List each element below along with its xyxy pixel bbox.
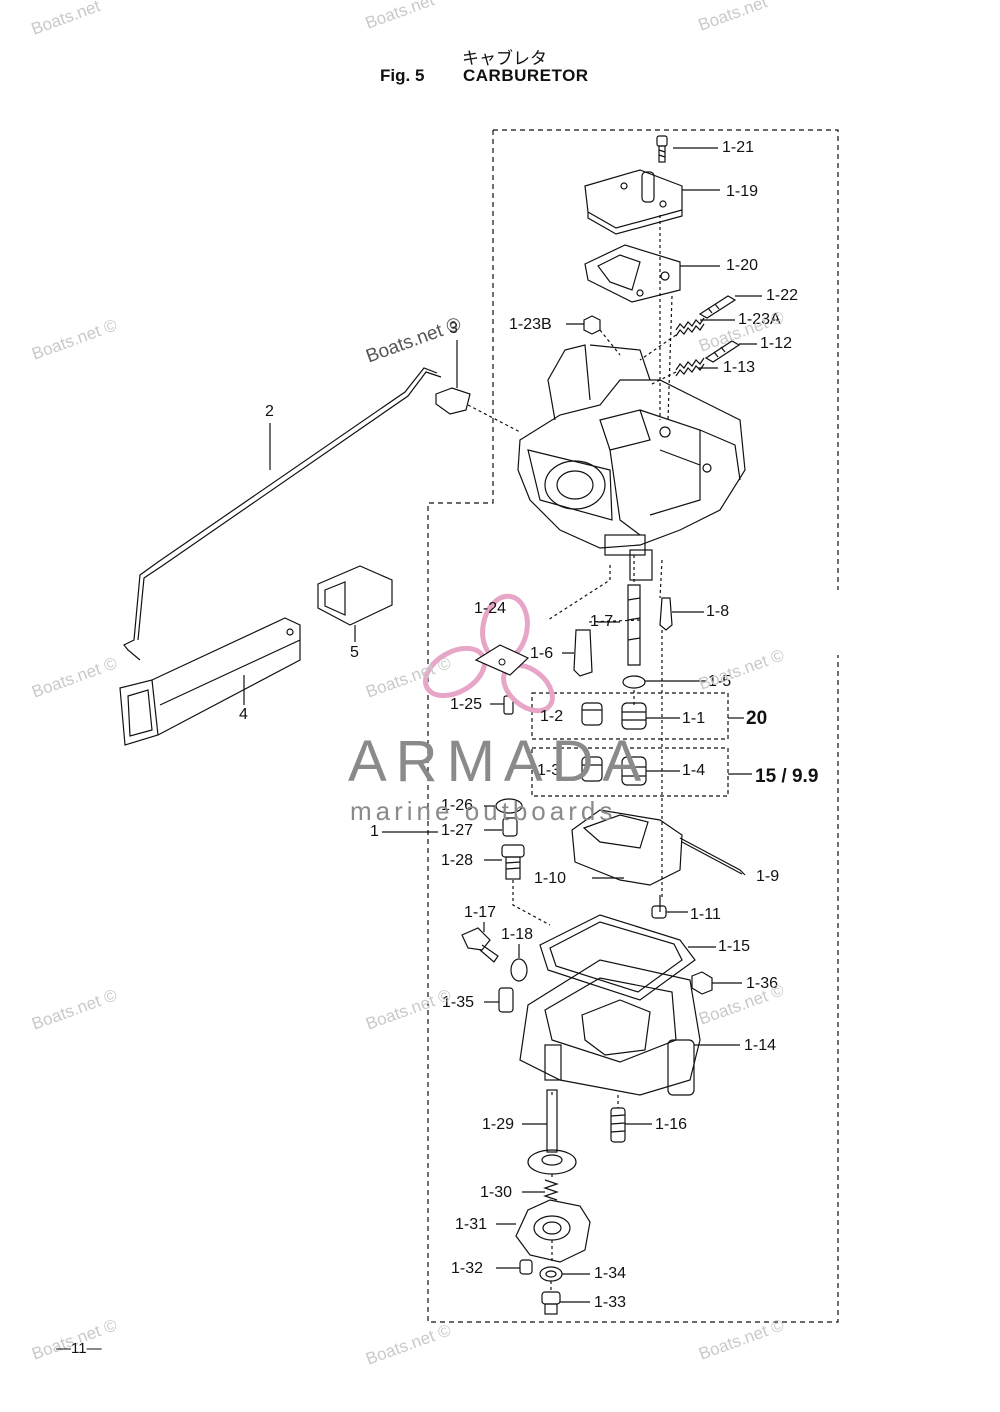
float-arm-1-24 [474, 644, 530, 676]
callout-5: 5 [350, 644, 359, 661]
jet-group-20-box [531, 692, 729, 740]
sleeve-1-35 [498, 987, 514, 1013]
callout-1-14: 1-14 [744, 1037, 777, 1054]
callout-1-29: 1-29 [482, 1116, 515, 1133]
callout-1-33: 1-33 [594, 1294, 627, 1311]
callout-1-13: 1-13 [723, 359, 756, 376]
callout-1: 1 [370, 823, 379, 840]
variant-20hp: 20 [746, 708, 768, 729]
callout-1-28: 1-28 [441, 852, 474, 869]
jet-1-3 [581, 756, 603, 782]
nut-1-36 [691, 971, 713, 995]
choke-rod-2 [123, 367, 438, 661]
callout-1-22: 1-22 [766, 287, 799, 304]
carburetor-body [517, 344, 746, 581]
spring-1-30 [543, 1179, 559, 1201]
pin-1-19 [641, 171, 655, 203]
screw-1-12 [704, 340, 741, 363]
callout-1-5: 1-5 [708, 673, 732, 690]
clip-3 [435, 387, 471, 415]
gasket-1-20 [584, 244, 681, 303]
plate-1-19 [584, 169, 683, 229]
callout-1-8: 1-8 [706, 603, 730, 620]
japanese-title: キャブレタ [462, 49, 547, 69]
float-pin-1-9 [679, 837, 746, 876]
callout-1-23A: 1-23A [738, 311, 781, 328]
float-1-10 [571, 809, 683, 886]
main-nozzle-1-7 [627, 584, 641, 666]
callout-1-19: 1-19 [726, 183, 759, 200]
choke-knob-4 [119, 617, 301, 746]
gasket-1-15 [539, 914, 696, 1001]
callout-1-26: 1-26 [441, 797, 474, 814]
pilot-jet-1-6 [573, 629, 593, 677]
screw-1-11 [651, 905, 667, 919]
callout-1-10: 1-10 [534, 870, 567, 887]
callout-1-21: 1-21 [722, 139, 755, 156]
screw-1-17 [461, 927, 499, 963]
figure-header: キャブレタ Fig. 5 CARBURETOR [0, 44, 1000, 94]
callout-1-25: 1-25 [450, 696, 483, 713]
callout-1-4: 1-4 [682, 762, 706, 779]
callout-1-2: 1-2 [540, 708, 564, 725]
callout-1-20: 1-20 [726, 257, 759, 274]
screw-1-22 [698, 295, 737, 319]
callout-3: 3 [449, 320, 458, 337]
spring-1-23A [675, 317, 705, 331]
brand-subtitle: marine outboards [350, 796, 617, 826]
sleeve-5 [317, 565, 393, 642]
callout-1-12: 1-12 [760, 335, 793, 352]
callout-1-31: 1-31 [455, 1216, 488, 1233]
spring-1-13 [675, 357, 705, 371]
screw-1-28 [501, 844, 525, 880]
figure-number: Fig. 5 [380, 66, 425, 85]
callout-1-36: 1-36 [746, 975, 779, 992]
page-number: —11— [56, 1340, 102, 1357]
washer-1-5 [622, 675, 646, 689]
needle-valve-1-8 [659, 597, 673, 631]
callout-1-11: 1-11 [690, 906, 721, 923]
callout-1-16: 1-16 [655, 1116, 688, 1133]
variant-15-9-9hp: 15 / 9.9 [755, 766, 819, 787]
figure-title: CARBURETOR [463, 66, 589, 85]
callout-1-15: 1-15 [718, 938, 751, 955]
callout-1-35: 1-35 [442, 994, 475, 1011]
screw-1-21 [656, 135, 668, 163]
callout-1-1: 1-1 [682, 710, 706, 727]
cover-1-31 [515, 1199, 591, 1263]
callout-1-23B: 1-23B [509, 316, 552, 333]
brand-name: ARMADA [348, 729, 651, 794]
jet-1-1 [621, 702, 647, 730]
callout-4: 4 [239, 706, 248, 723]
assembly-boundary [427, 129, 839, 1323]
plug-1-27 [502, 817, 518, 837]
callout-1-3: 1-3 [537, 762, 561, 779]
rod-1-29 [527, 1089, 577, 1175]
plug-1-33 [541, 1291, 561, 1315]
callout-1-18: 1-18 [501, 926, 534, 943]
nut-1-23B [583, 315, 601, 335]
callout-1-32: 1-32 [451, 1260, 484, 1277]
callout-2: 2 [265, 403, 274, 420]
callout-1-17: 1-17 [464, 904, 497, 921]
callout-1-27: 1-27 [441, 822, 474, 839]
jet-group-15-box [531, 747, 729, 797]
screw-1-16 [610, 1107, 626, 1143]
callout-1-9: 1-9 [756, 868, 780, 885]
callout-1-24: 1-24 [474, 600, 507, 617]
jet-1-2 [581, 702, 603, 726]
callout-1-30: 1-30 [480, 1184, 513, 1201]
washer-1-34 [539, 1266, 563, 1282]
callout-1-6: 1-6 [530, 645, 554, 662]
screw-1-32 [519, 1259, 533, 1275]
float-chamber-1-14 [519, 959, 701, 1096]
callout-1-34: 1-34 [594, 1265, 627, 1282]
o-ring-1-26 [495, 798, 523, 814]
o-ring-1-18 [510, 958, 528, 982]
callout-1-7: 1-7 [590, 613, 614, 630]
